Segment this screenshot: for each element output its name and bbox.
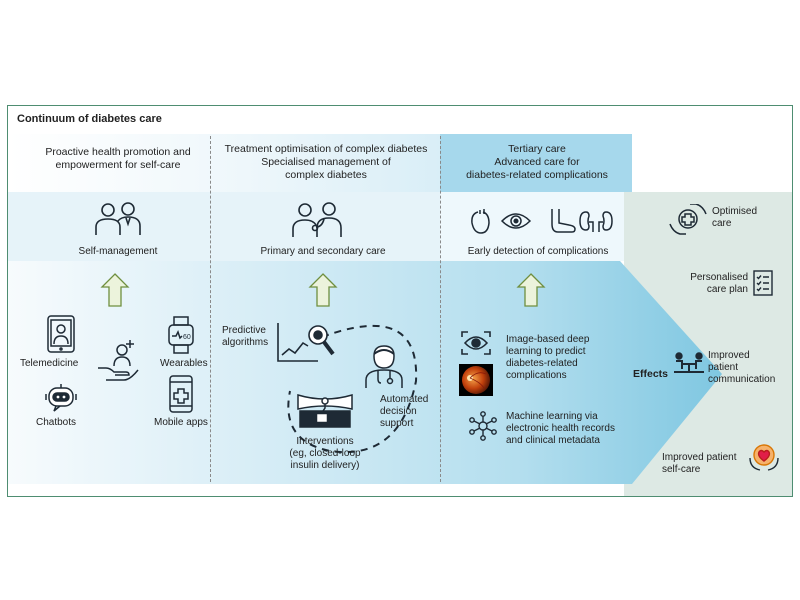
label-line: algorithms	[222, 337, 269, 348]
care-label-self-management: Self-management	[78, 246, 158, 257]
smartwatch-icon: 60	[166, 316, 196, 354]
tool-label-wearables: Wearables	[160, 358, 208, 369]
label-line: Optimised	[712, 206, 758, 217]
label-line: self-care	[662, 464, 701, 475]
clinician-icon	[364, 344, 404, 390]
people-icon	[90, 201, 146, 237]
eye-scan-icon	[460, 330, 492, 356]
header-line: complex diabetes	[285, 169, 367, 181]
label-line: care plan	[706, 284, 748, 295]
header-band	[8, 134, 440, 192]
chart-magnifier-icon	[276, 321, 340, 365]
tertiary-header-band	[440, 134, 632, 192]
care-label-primary-secondary: Primary and secondary care	[260, 246, 386, 257]
label-line: care	[712, 218, 732, 229]
effect-label-improved-self-care: Improved patient self-care	[662, 452, 737, 476]
header-line: empowerment for self-care	[55, 159, 181, 171]
up-arrow-3	[516, 273, 546, 307]
header-line: Advanced care for	[494, 156, 580, 168]
label-line: Personalised	[690, 272, 748, 283]
doctor-patient-icon	[291, 201, 347, 239]
checklist-icon	[752, 269, 774, 297]
effect-label-personalised-care-plan: Personalised care plan	[682, 272, 748, 296]
column-1-header: Proactive health promotion and empowerme…	[28, 146, 208, 172]
tool-label-predictive-algorithms: Predictive algorithms	[222, 325, 268, 349]
diagram-title: Continuum of diabetes care	[17, 113, 162, 125]
label-line: electronic health records	[506, 423, 615, 434]
label-line: Image-based deep	[506, 334, 590, 345]
label-line: patient	[708, 362, 739, 373]
label-line: Improved	[708, 350, 750, 361]
effect-label-optimised-care: Optimised care	[712, 206, 757, 230]
label-line: communication	[708, 374, 776, 385]
header-line: diabetes-related complications	[466, 169, 608, 181]
tool-label-machine-learning: Machine learning via electronic health r…	[506, 411, 615, 447]
column-separator	[440, 136, 441, 482]
tool-label-automated-decision-support: Automated decision support	[380, 394, 428, 430]
effect-label-improved-communication: Improved patient communication	[708, 350, 775, 386]
label-line: insulin delivery)	[290, 460, 360, 471]
svg-text:60: 60	[183, 334, 191, 341]
tablet-doctor-icon	[46, 314, 76, 354]
label-line: Automated	[380, 394, 429, 405]
tool-label-image-deep-learning: Image-based deep learning to predict dia…	[506, 334, 589, 382]
heart-hands-icon	[748, 442, 780, 472]
label-line: support	[380, 418, 414, 429]
hand-person-icon	[96, 338, 142, 382]
header-line: Tertiary care	[508, 143, 566, 155]
header-line: Proactive health promotion and	[45, 146, 191, 158]
effects-title: Effects	[633, 368, 669, 380]
consultation-icon	[672, 352, 706, 374]
caring-hands-icon	[668, 204, 708, 238]
label-line: (eg, closed-loop	[289, 448, 361, 459]
column-3-header: Tertiary care Advanced care for diabetes…	[442, 143, 632, 182]
column-2-header: Treatment optimisation of complex diabet…	[213, 143, 439, 182]
up-arrow-1	[100, 273, 130, 307]
label-line: and clinical metadata	[506, 435, 600, 446]
dashed-cycle	[287, 324, 418, 454]
label-line: Improved patient	[662, 452, 737, 463]
label-line: Predictive	[222, 325, 266, 336]
mobile-phone-icon	[168, 374, 194, 414]
retinal-fundus-image	[459, 364, 493, 396]
tool-label-telemedicine: Telemedicine	[20, 358, 79, 369]
label-line: Interventions	[296, 436, 354, 447]
label-line: learning to predict	[506, 346, 586, 357]
diagram-frame: Continuum of diabetes care Proactive hea…	[7, 105, 793, 497]
header-line: Specialised management of	[261, 156, 391, 168]
organs-icon	[468, 206, 618, 236]
tool-label-mobile-apps: Mobile apps	[154, 417, 208, 428]
label-line: complications	[506, 370, 567, 381]
label-line: decision	[380, 406, 417, 417]
network-icon	[468, 411, 498, 441]
care-label-early-detection: Early detection of complications	[467, 246, 609, 257]
label-line: diabetes-related	[506, 358, 578, 369]
insulin-pump-icon	[294, 389, 356, 431]
column-separator	[210, 136, 211, 482]
chatbot-icon	[44, 383, 78, 413]
tool-label-interventions: Interventions (eg, closed-loop insulin d…	[270, 436, 380, 472]
up-arrow-2	[308, 273, 338, 307]
header-line: Treatment optimisation of complex diabet…	[224, 143, 428, 155]
label-line: Machine learning via	[506, 411, 598, 422]
tool-label-chatbots: Chatbots	[36, 417, 77, 428]
